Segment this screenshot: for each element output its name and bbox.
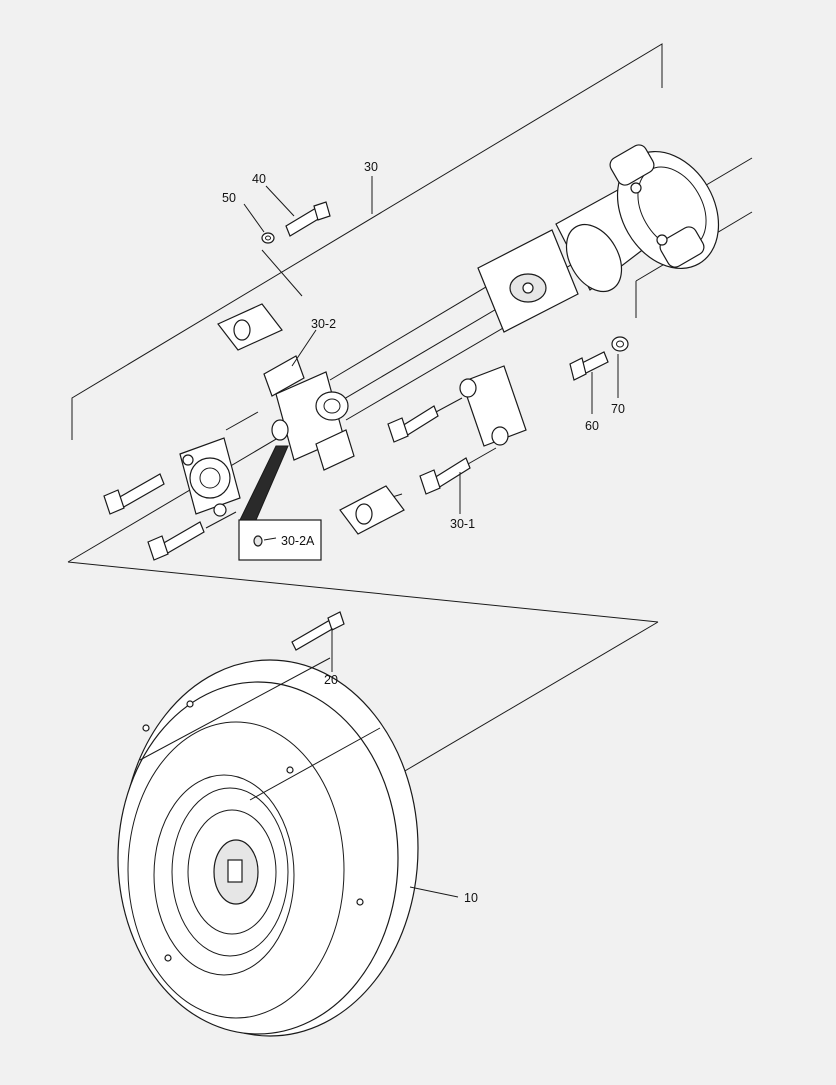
ujoint-cap-top bbox=[263, 355, 305, 397]
callout-labels: 30 40 50 30-2 30-2A 30-1 60 70 20 10 bbox=[222, 160, 625, 905]
flex-plate-guide-right bbox=[397, 621, 659, 776]
bolt-60-head bbox=[569, 357, 587, 381]
clamp-hole-bottom bbox=[491, 426, 509, 446]
callout-30: 30 bbox=[364, 160, 378, 174]
flange-bolt-hole bbox=[656, 234, 668, 246]
callout-50: 50 bbox=[222, 191, 236, 205]
clamp-part-30-1 bbox=[459, 365, 527, 447]
converter-face-ring bbox=[127, 721, 345, 1019]
converter-top-edge bbox=[139, 657, 331, 761]
converter-body bbox=[117, 681, 399, 1035]
callout-30-2: 30-2 bbox=[311, 317, 336, 331]
converter-inner-ring-3 bbox=[187, 809, 277, 935]
callout-leaders bbox=[243, 176, 619, 898]
detail-box-30-2A bbox=[238, 519, 322, 561]
callout-20: 20 bbox=[324, 673, 338, 687]
bolt-guide-a bbox=[225, 411, 259, 431]
bolt-20-shank bbox=[291, 619, 335, 651]
left-yoke-hole bbox=[213, 503, 227, 517]
callout-40: 40 bbox=[252, 172, 266, 186]
bolt-shank bbox=[161, 521, 205, 555]
universal-joint-part-30-2 bbox=[239, 355, 355, 521]
converter-bolt-hole bbox=[164, 954, 172, 962]
rubber-block-lower-hole bbox=[355, 503, 373, 525]
rubber-block-lower bbox=[339, 485, 405, 535]
rubber-block-upper-hole bbox=[233, 319, 251, 341]
frame-top-line bbox=[71, 43, 663, 440]
bolt-40-head bbox=[313, 201, 331, 221]
shaft-tube-end bbox=[565, 223, 623, 293]
washer-70 bbox=[611, 336, 629, 352]
detail-leader bbox=[263, 537, 277, 541]
bolt-part-20 bbox=[291, 611, 345, 651]
torque-converter-part-10 bbox=[117, 657, 419, 1037]
bolt-guide-d bbox=[467, 447, 497, 465]
bolt-40-guide bbox=[261, 249, 303, 297]
drive-shaft-assembly bbox=[477, 144, 720, 333]
leader-50 bbox=[243, 203, 265, 233]
bolt-20-head bbox=[327, 611, 345, 631]
ujoint-cap-bottom bbox=[315, 429, 355, 471]
washer-70-hole bbox=[616, 340, 624, 348]
detail-box-frame bbox=[238, 519, 322, 561]
left-yoke-bore bbox=[189, 457, 231, 499]
callout-30-2A: 30-2A bbox=[281, 534, 315, 548]
bolt-part-60 bbox=[569, 351, 609, 381]
bolt-guide-c bbox=[435, 397, 463, 413]
converter-bolt-hole bbox=[356, 898, 364, 906]
bolt-shank bbox=[117, 473, 165, 509]
bolt-head bbox=[147, 535, 169, 561]
rubber-mount-upper bbox=[217, 303, 283, 351]
converter-bolt-hole bbox=[142, 724, 150, 732]
bolt-shank bbox=[433, 457, 471, 489]
callout-60: 60 bbox=[585, 419, 599, 433]
flex-plate-guide-top bbox=[67, 561, 659, 623]
yoke-flange-hole bbox=[522, 282, 534, 294]
callout-10: 10 bbox=[464, 891, 478, 905]
detail-leader-30-2A bbox=[239, 445, 289, 521]
leader-10 bbox=[409, 886, 459, 898]
washer-50 bbox=[261, 232, 275, 244]
callout-70: 70 bbox=[611, 402, 625, 416]
converter-inner-ring-1 bbox=[153, 774, 295, 976]
ujoint-grease-nipple bbox=[271, 419, 289, 441]
converter-bolt-hole bbox=[186, 700, 194, 708]
left-yoke-bore-inner bbox=[199, 467, 221, 489]
detail-part-grease-fitting bbox=[253, 535, 263, 547]
ujoint-bearing-cup bbox=[315, 391, 349, 421]
leader-40 bbox=[265, 185, 295, 217]
bolt-head bbox=[103, 489, 125, 515]
bolts-loose bbox=[103, 405, 471, 561]
clamp-body bbox=[461, 365, 527, 447]
bolt-head bbox=[387, 417, 409, 443]
bolt-shank bbox=[401, 405, 439, 437]
bolt-part-40 bbox=[285, 201, 331, 237]
converter-seam-line bbox=[249, 727, 381, 801]
flange-bolt-hole bbox=[630, 182, 642, 194]
converter-bolt-hole bbox=[286, 766, 294, 774]
converter-inner-ring-2 bbox=[171, 787, 289, 957]
washer-50-hole bbox=[265, 235, 271, 241]
washer-part-70 bbox=[611, 336, 629, 352]
flange-lug bbox=[659, 226, 705, 268]
bolt-guide-b bbox=[205, 511, 237, 529]
bolt-head bbox=[419, 469, 441, 495]
ujoint-bearing-center bbox=[323, 398, 341, 414]
rubber-mount-lower bbox=[339, 485, 405, 535]
converter-hub-key bbox=[227, 859, 243, 883]
left-yoke-coupling bbox=[179, 437, 241, 517]
callout-30-1: 30-1 bbox=[450, 517, 475, 531]
leader-30-2 bbox=[291, 329, 317, 367]
left-yoke-hole bbox=[182, 454, 194, 466]
flange-lug bbox=[609, 144, 655, 186]
clamp-hole-top bbox=[459, 378, 477, 398]
washer-part-50 bbox=[261, 232, 275, 244]
